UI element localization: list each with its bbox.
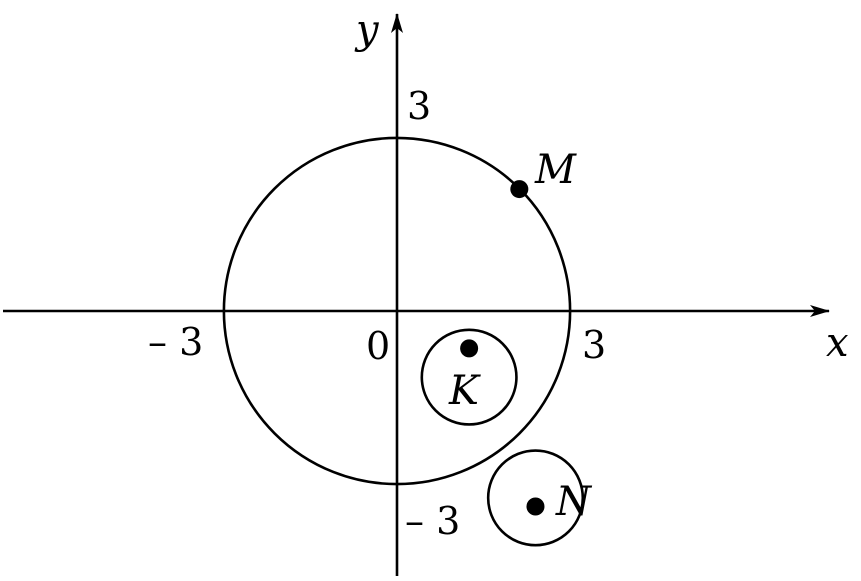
y-axis-label: y — [354, 7, 380, 53]
main-circle — [222, 136, 572, 486]
point-k-label: K — [448, 368, 481, 414]
x-pos-tick-label: 3 — [582, 323, 606, 367]
x-neg-tick-label: – 3 — [148, 320, 203, 364]
small-circle-k — [420, 328, 518, 426]
point-k — [460, 339, 479, 358]
y-pos-tick-label: 3 — [407, 84, 431, 128]
point-m-label: M — [534, 147, 577, 193]
point-n-label: N — [555, 479, 593, 525]
origin-label: 0 — [366, 324, 390, 368]
point-m — [510, 180, 529, 199]
small-circle-n — [486, 449, 585, 547]
x-axis-label: x — [826, 320, 849, 366]
point-n — [526, 497, 545, 516]
y-neg-tick-label: – 3 — [405, 499, 460, 543]
